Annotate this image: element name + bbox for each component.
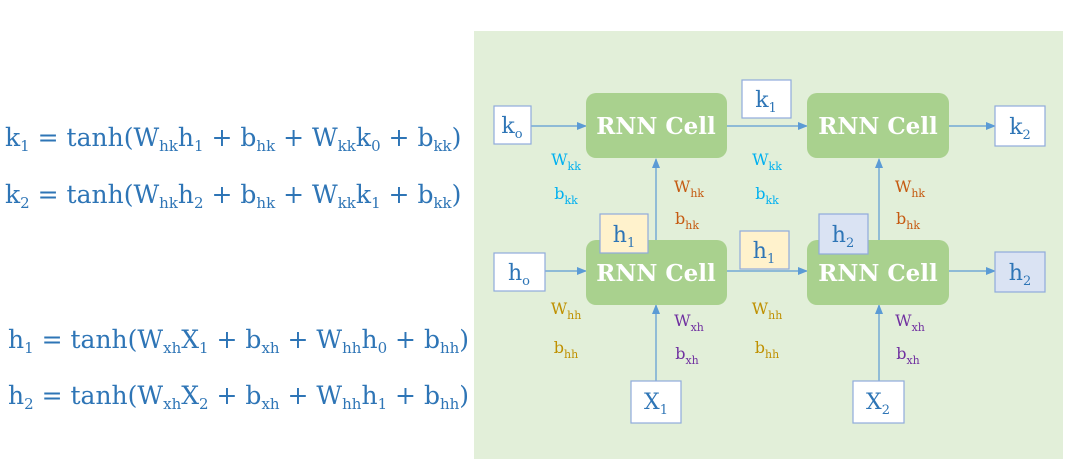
- bias-bhk: bhk: [896, 209, 920, 232]
- x1-label: X1: [644, 390, 668, 418]
- rnn-cell-top-right: [807, 93, 949, 158]
- k1-label: k1: [755, 88, 777, 116]
- rnn-cell-label: RNN Cell: [596, 260, 716, 287]
- equation-k2: k2 = tanh(Whkh2 + bhk + Wkkk1 + bkk): [5, 180, 462, 212]
- bias-bkk: bkk: [554, 184, 578, 207]
- bias-bhh: bhh: [554, 338, 578, 361]
- bias-bkk: bkk: [755, 184, 779, 207]
- weight-wkk: Wkk: [551, 150, 581, 173]
- weight-whk: Whk: [674, 177, 705, 200]
- bias-bxh: bxh: [896, 344, 920, 367]
- weight-whh: Whh: [752, 299, 783, 322]
- weight-whh: Whh: [551, 299, 582, 322]
- h1-up-label: h1: [613, 223, 635, 251]
- rnn-cell-label: RNN Cell: [818, 260, 938, 287]
- x2-box: [852, 380, 905, 424]
- h0-box: [493, 252, 546, 292]
- h1-up-box: [599, 213, 649, 254]
- weight-wkk: Wkk: [752, 150, 782, 173]
- h1-mid-label: h1: [753, 239, 775, 267]
- bias-bhk: bhk: [675, 209, 699, 232]
- h0-label: ho: [508, 261, 530, 289]
- k2-box: [994, 105, 1046, 147]
- rnn-cell-top-left: [586, 93, 727, 158]
- h2-up-label: h2: [832, 223, 854, 251]
- rnn-cell-label: RNN Cell: [818, 113, 938, 140]
- rnn-cell-bottom-right: [807, 240, 949, 305]
- k0-box: [493, 105, 532, 145]
- x2-label: X2: [866, 390, 890, 418]
- x1-box: [630, 380, 682, 424]
- rnn-cell-bottom-left: [586, 240, 727, 305]
- bias-bhh: bhh: [755, 338, 779, 361]
- bias-bxh: bxh: [675, 344, 699, 367]
- weight-wxh: Wxh: [674, 311, 704, 334]
- k2-label: k2: [1009, 115, 1031, 143]
- h1-mid-box: [739, 230, 790, 270]
- h2-out-label: h2: [1009, 261, 1031, 289]
- h2-up-box: [818, 213, 869, 255]
- h2-out-box: [994, 251, 1046, 293]
- weight-whk: Whk: [895, 177, 926, 200]
- k1-box: [741, 79, 792, 119]
- equation-k1: k1 = tanh(Whkh1 + bhk + Wkkk0 + bkk): [5, 123, 462, 155]
- k0-label: ko: [501, 114, 522, 142]
- equation-h2: h2 = tanh(WxhX2 + bxh + Whhh1 + bhh): [8, 381, 470, 413]
- weight-wxh: Wxh: [895, 311, 925, 334]
- rnn-cell-label: RNN Cell: [596, 113, 716, 140]
- equation-h1: h1 = tanh(WxhX1 + bxh + Whhh0 + bhh): [8, 325, 470, 357]
